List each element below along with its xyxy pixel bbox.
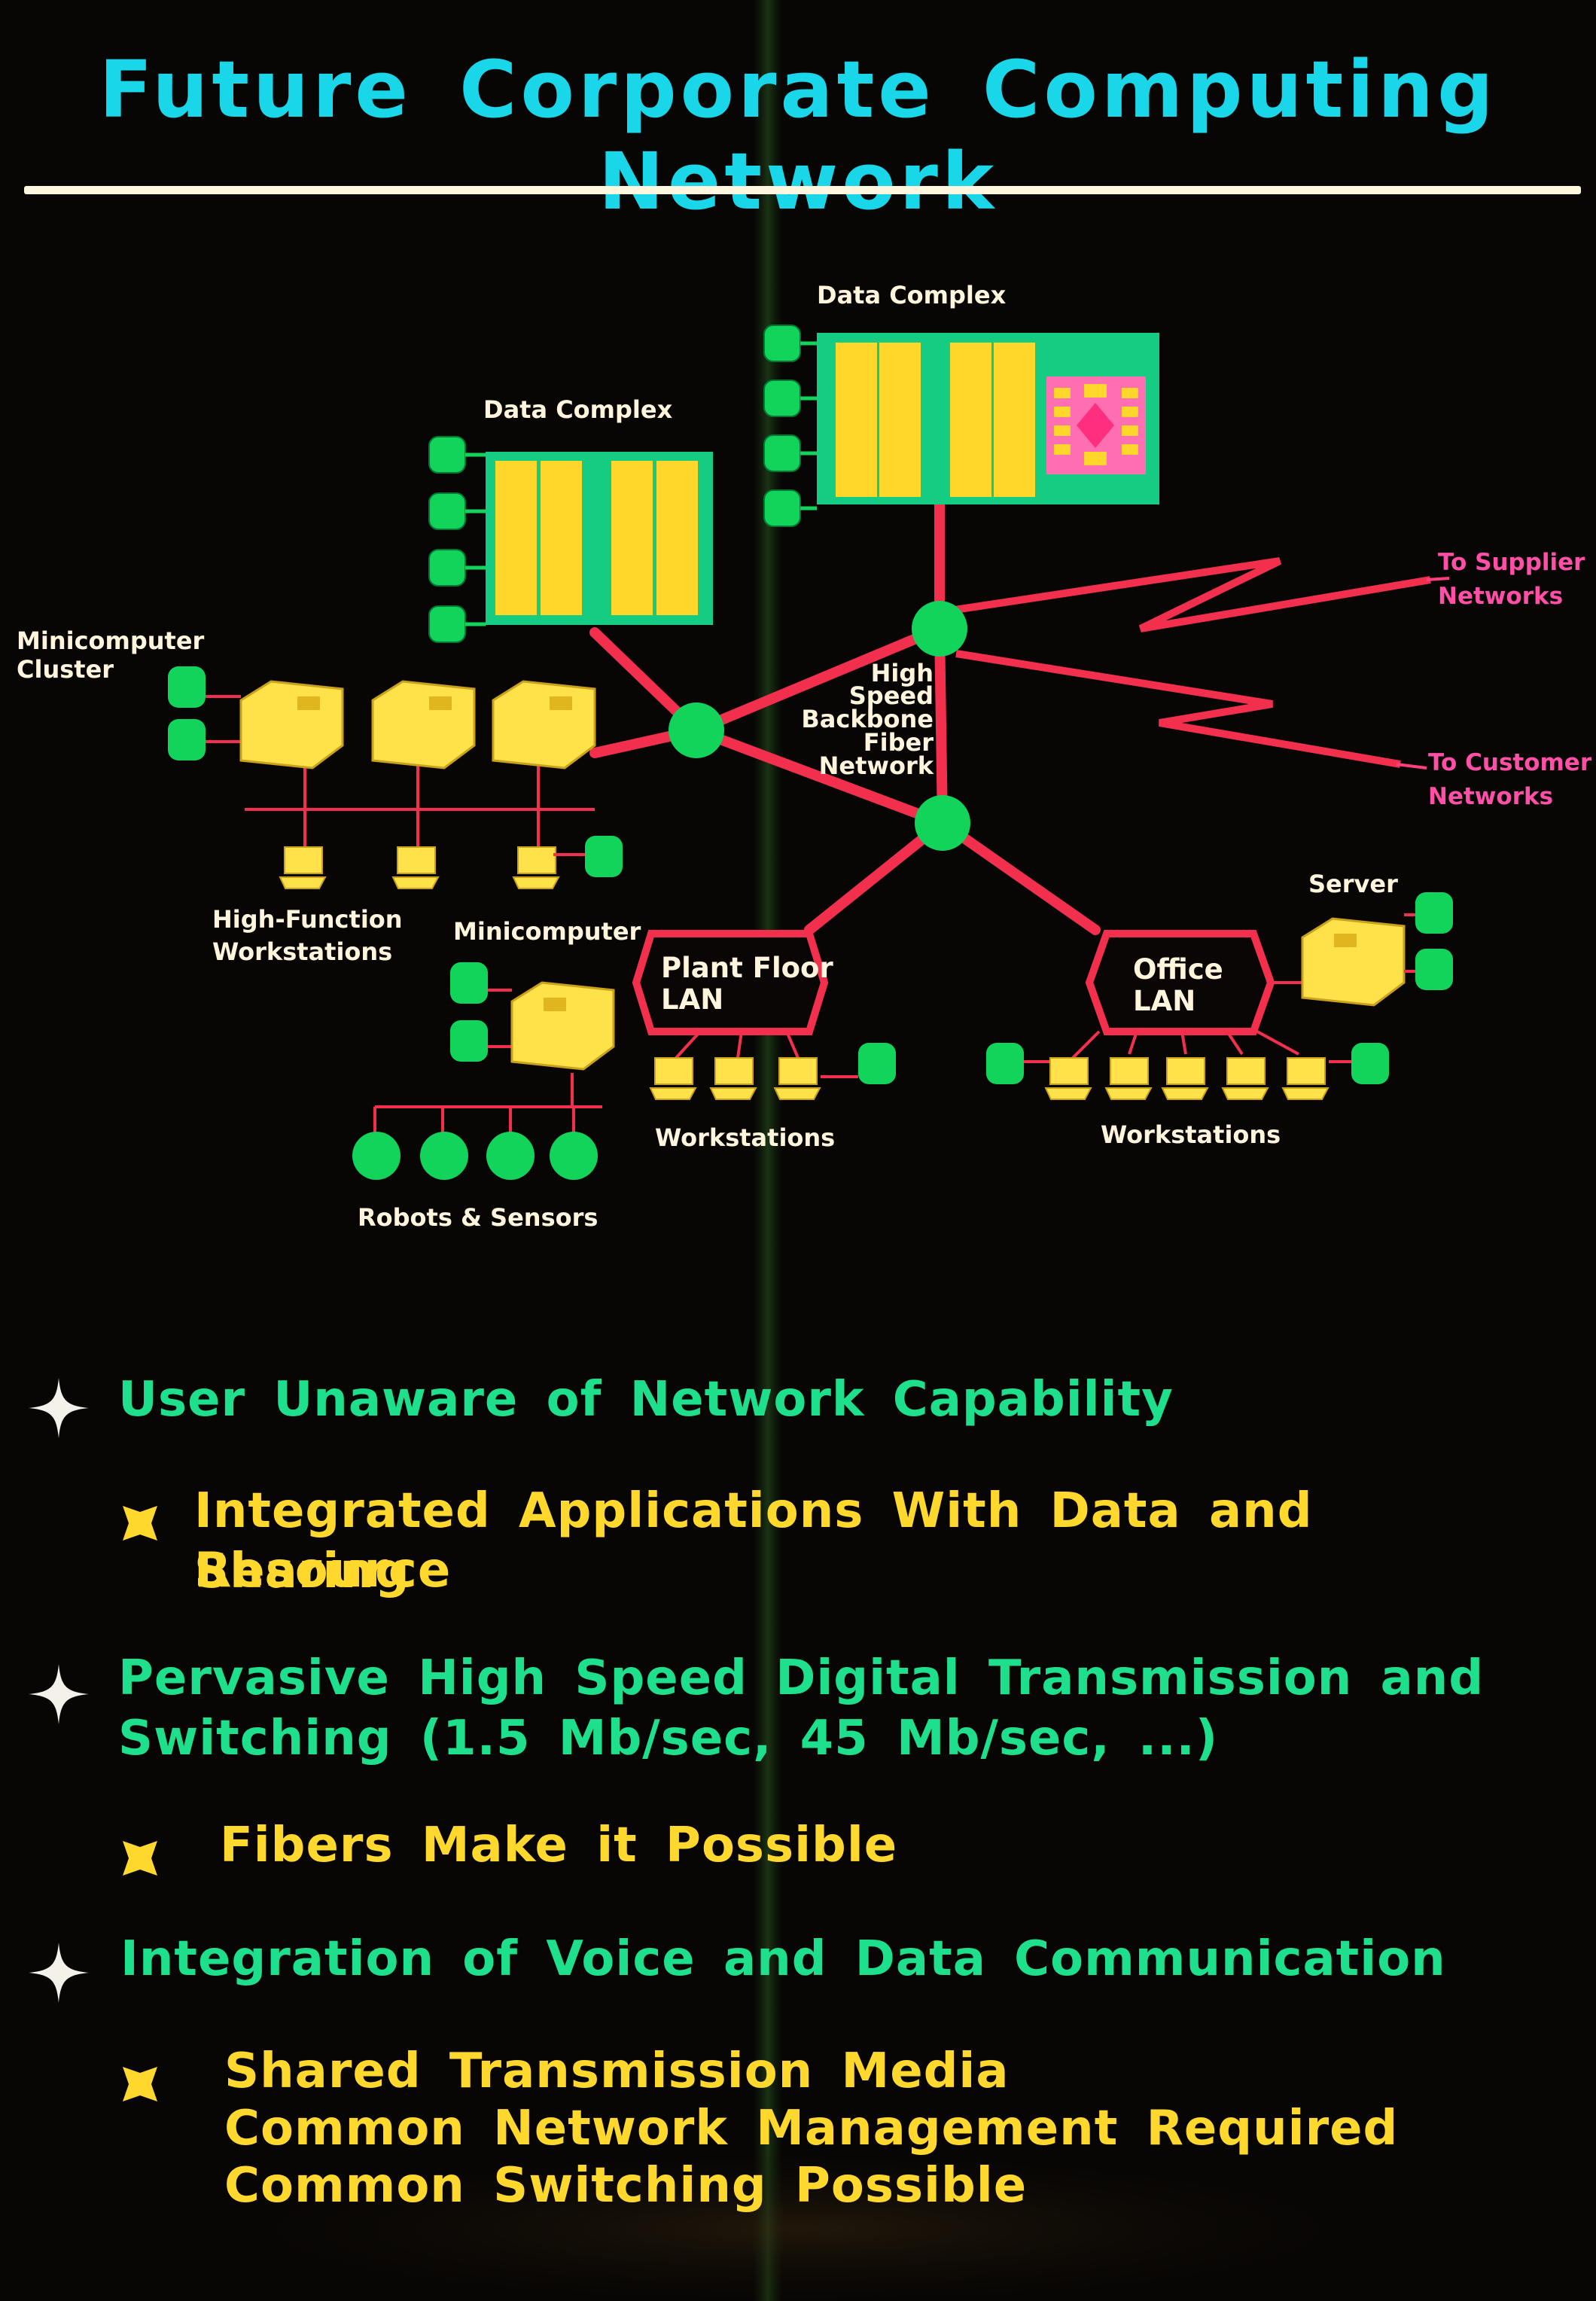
bullet-1: User Unaware of Network Capability xyxy=(118,1372,1174,1428)
minicomputer-label: Minicomputer xyxy=(453,917,641,946)
to-supplier-label-line1: To Supplier xyxy=(1438,549,1585,576)
svg-text:Network: Network xyxy=(819,751,934,780)
svg-text:Speed: Speed xyxy=(849,681,934,710)
external-link-tails xyxy=(1396,577,1450,770)
bullet-2-line1: Pervasive High Speed Digital Transmissio… xyxy=(118,1650,1485,1706)
minicomputer-cluster-label-line2: Cluster xyxy=(17,655,114,684)
minicomputer-cluster-label-line1: Minicomputer xyxy=(17,626,205,655)
to-customer-label-line2: Networks xyxy=(1428,783,1553,810)
data-complex-left xyxy=(428,436,713,643)
svg-text:Fiber: Fiber xyxy=(863,728,934,757)
backbone-nodes xyxy=(669,601,970,851)
to-supplier-label-line2: Networks xyxy=(1438,583,1563,610)
office-lan xyxy=(986,930,1389,1100)
network-diagram: Data Complex Data Complex xyxy=(17,281,1592,1232)
plant-floor-lan-label-line2: LAN xyxy=(661,983,723,1016)
plant-floor-lan-label-line1: Plant Floor xyxy=(661,952,833,984)
external-links xyxy=(954,557,1431,768)
office-lan-label-line1: Office xyxy=(1133,953,1223,986)
robots-sensors xyxy=(352,1132,598,1180)
sub-bullet-1-line1: Integrated Applications With Data and Re… xyxy=(194,1483,1313,1599)
backbone-label: High Speed Backbone Fiber Network xyxy=(801,659,934,780)
workstations-plant-label: Workstations xyxy=(655,1123,835,1152)
bullet-3: Integration of Voice and Data Communicat… xyxy=(120,1931,1446,1987)
server-label: Server xyxy=(1308,870,1398,898)
data-complex-left-label: Data Complex xyxy=(483,395,673,424)
minicomputer-cluster xyxy=(168,666,596,847)
svg-text:High: High xyxy=(871,659,934,687)
plant-floor-lan xyxy=(632,930,896,1100)
sub-bullet-2: Fibers Make it Possible xyxy=(220,1818,898,1873)
page-title: Future Corporate Computing Network xyxy=(99,44,1497,227)
square-bullet-icon xyxy=(123,1506,157,1541)
title-underline xyxy=(24,186,1581,194)
data-complex-right xyxy=(763,325,1159,527)
sub-bullet-3-line3: Common Switching Possible xyxy=(224,2158,1028,2214)
office-lan-label-line2: LAN xyxy=(1133,985,1195,1017)
robots-sensors-label: Robots & Sensors xyxy=(358,1203,598,1232)
minicomputer xyxy=(373,962,615,1137)
star-bullet-icon xyxy=(29,1943,89,2003)
high-function-workstations xyxy=(279,836,623,889)
sub-bullet-3-line1: Shared Transmission Media xyxy=(224,2043,1010,2099)
bullet-2-line2: Switching (1.5 Mb/sec, 45 Mb/sec, ...) xyxy=(118,1711,1219,1766)
bullet-list: User Unaware of Network Capability Integ… xyxy=(0,1355,1596,2259)
workstations-office-label: Workstations xyxy=(1101,1120,1281,1149)
high-function-label-line1: High-Function xyxy=(212,905,403,934)
svg-text:Backbone: Backbone xyxy=(801,705,934,733)
to-customer-label-line1: To Customer xyxy=(1428,749,1592,776)
sub-bullet-3-line2: Common Network Management Required xyxy=(224,2101,1399,2156)
square-bullet-icon xyxy=(123,2067,157,2101)
data-complex-right-label: Data Complex xyxy=(817,281,1007,309)
square-bullet-icon xyxy=(123,1841,157,1876)
star-bullet-icon xyxy=(29,1378,89,1438)
star-bullet-icon xyxy=(29,1664,89,1724)
sub-bullet-1-line2: Sharing xyxy=(194,1544,410,1599)
high-function-label-line2: Workstations xyxy=(212,937,392,966)
server xyxy=(1301,892,1453,1007)
